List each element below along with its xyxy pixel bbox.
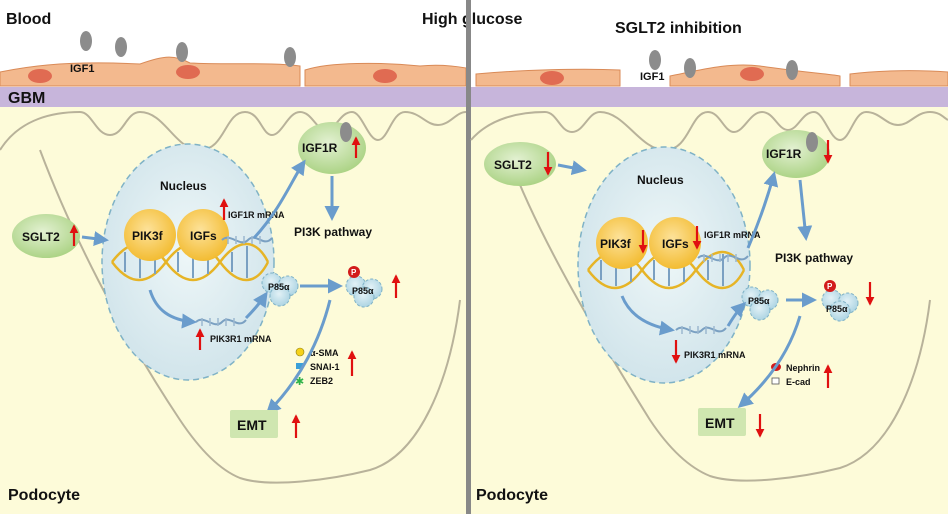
- right-igf1r-mrna-strand: [697, 254, 749, 262]
- left-p85a-phos-node: P85α P: [345, 266, 383, 308]
- left-emt-label: EMT: [237, 417, 267, 433]
- svg-text:ZEB2: ZEB2: [310, 376, 333, 386]
- svg-text:E-cad: E-cad: [786, 377, 811, 387]
- left-p85a-node: P85α: [261, 272, 299, 307]
- panel-divider: [466, 0, 471, 514]
- blood-label: Blood: [6, 11, 51, 28]
- right-foot-processes: [470, 110, 948, 152]
- svg-text:P: P: [827, 282, 833, 291]
- svg-text:P85α: P85α: [826, 304, 848, 314]
- right-condition-label: SGLT2 inhibition: [615, 20, 742, 37]
- right-p85a-node: P85α: [741, 286, 779, 321]
- right-podocyte-label: Podocyte: [476, 487, 548, 504]
- right-pi3k-label: PI3K pathway: [775, 251, 853, 265]
- phospho-icon: [824, 280, 836, 292]
- left-pik3f-node: [124, 209, 176, 261]
- snai1-icon: [296, 363, 303, 369]
- phospho-icon: [348, 266, 360, 278]
- left-sglt2-node: [12, 214, 80, 258]
- svg-text:P: P: [351, 268, 357, 277]
- left-marker-legend: α-SMA SNAI-1 ✱ ZEB2: [295, 347, 340, 388]
- left-podocyte-label: Podocyte: [8, 487, 80, 504]
- right-pik3f-label: PIK3f: [600, 237, 632, 251]
- right-igf1r-label: IGF1R: [766, 147, 802, 161]
- left-igf1r-label: IGF1R: [302, 141, 338, 155]
- left-igf1-label: IGF1: [70, 63, 94, 75]
- left-igf1r-mrna-label: IGF1R mRNA: [228, 210, 285, 220]
- left-pi3k-label: PI3K pathway: [294, 225, 372, 239]
- right-cell-outline: [509, 159, 931, 482]
- alpha-sma-icon: [295, 347, 305, 357]
- gbm-label: GBM: [8, 90, 45, 107]
- right-nucleus-label: Nucleus: [637, 173, 684, 187]
- svg-text:P85α: P85α: [748, 296, 770, 306]
- left-gbm-band: [0, 87, 466, 107]
- right-emt-box: [698, 408, 746, 436]
- ecad-icon: [771, 377, 780, 385]
- right-pik3f-node: [596, 217, 648, 269]
- svg-text:P85α: P85α: [268, 282, 290, 292]
- right-pik3r1-mrna-strand: [675, 326, 727, 334]
- right-igf1r-mrna-label: IGF1R mRNA: [704, 230, 761, 240]
- right-pik3r1-mrna-label: PIK3R1 mRNA: [684, 350, 746, 360]
- igf1-molecule-icon: [80, 31, 92, 51]
- right-igf1-label: IGF1: [640, 71, 664, 83]
- svg-text:α-SMA: α-SMA: [310, 348, 339, 358]
- svg-text:SNAI-1: SNAI-1: [310, 362, 340, 372]
- igf1-molecule-icon: [649, 50, 661, 70]
- right-sglt2-node: [484, 142, 556, 186]
- svg-text:Nephrin: Nephrin: [786, 363, 820, 373]
- left-pik3r1-mrna-label: PIK3R1 mRNA: [210, 334, 272, 344]
- right-panel: IGF1 SGLT2 inhibition Podocyte Nucleus P…: [470, 20, 948, 514]
- left-igfs-node: [177, 209, 229, 261]
- left-cell-outline: [39, 149, 461, 484]
- left-igfs-label: IGFs: [190, 229, 217, 243]
- left-emt-box: [230, 410, 278, 438]
- svg-text:P85α: P85α: [352, 286, 374, 296]
- left-nucleus-label: Nucleus: [160, 179, 207, 193]
- right-sglt2-label: SGLT2: [494, 158, 532, 172]
- right-p85a-phos-node: P85α P: [821, 280, 859, 322]
- left-endothelium: [0, 56, 301, 87]
- left-sglt2-label: SGLT2: [22, 230, 60, 244]
- left-pik3f-label: PIK3f: [132, 229, 164, 243]
- left-condition-label: High glucose: [422, 11, 523, 28]
- left-igf1r-mrna-strand: [221, 236, 273, 244]
- right-emt-label: EMT: [705, 415, 735, 431]
- left-foot-processes: [0, 110, 467, 152]
- right-gbm-band: [471, 87, 948, 107]
- left-panel: IGF1 Blood High glucose GBM Podocyte Nuc…: [0, 11, 523, 514]
- right-igfs-label: IGFs: [662, 237, 689, 251]
- left-pik3r1-mrna-strand: [195, 318, 247, 326]
- right-igfs-node: [649, 217, 701, 269]
- zeb2-icon: ✱: [295, 376, 304, 388]
